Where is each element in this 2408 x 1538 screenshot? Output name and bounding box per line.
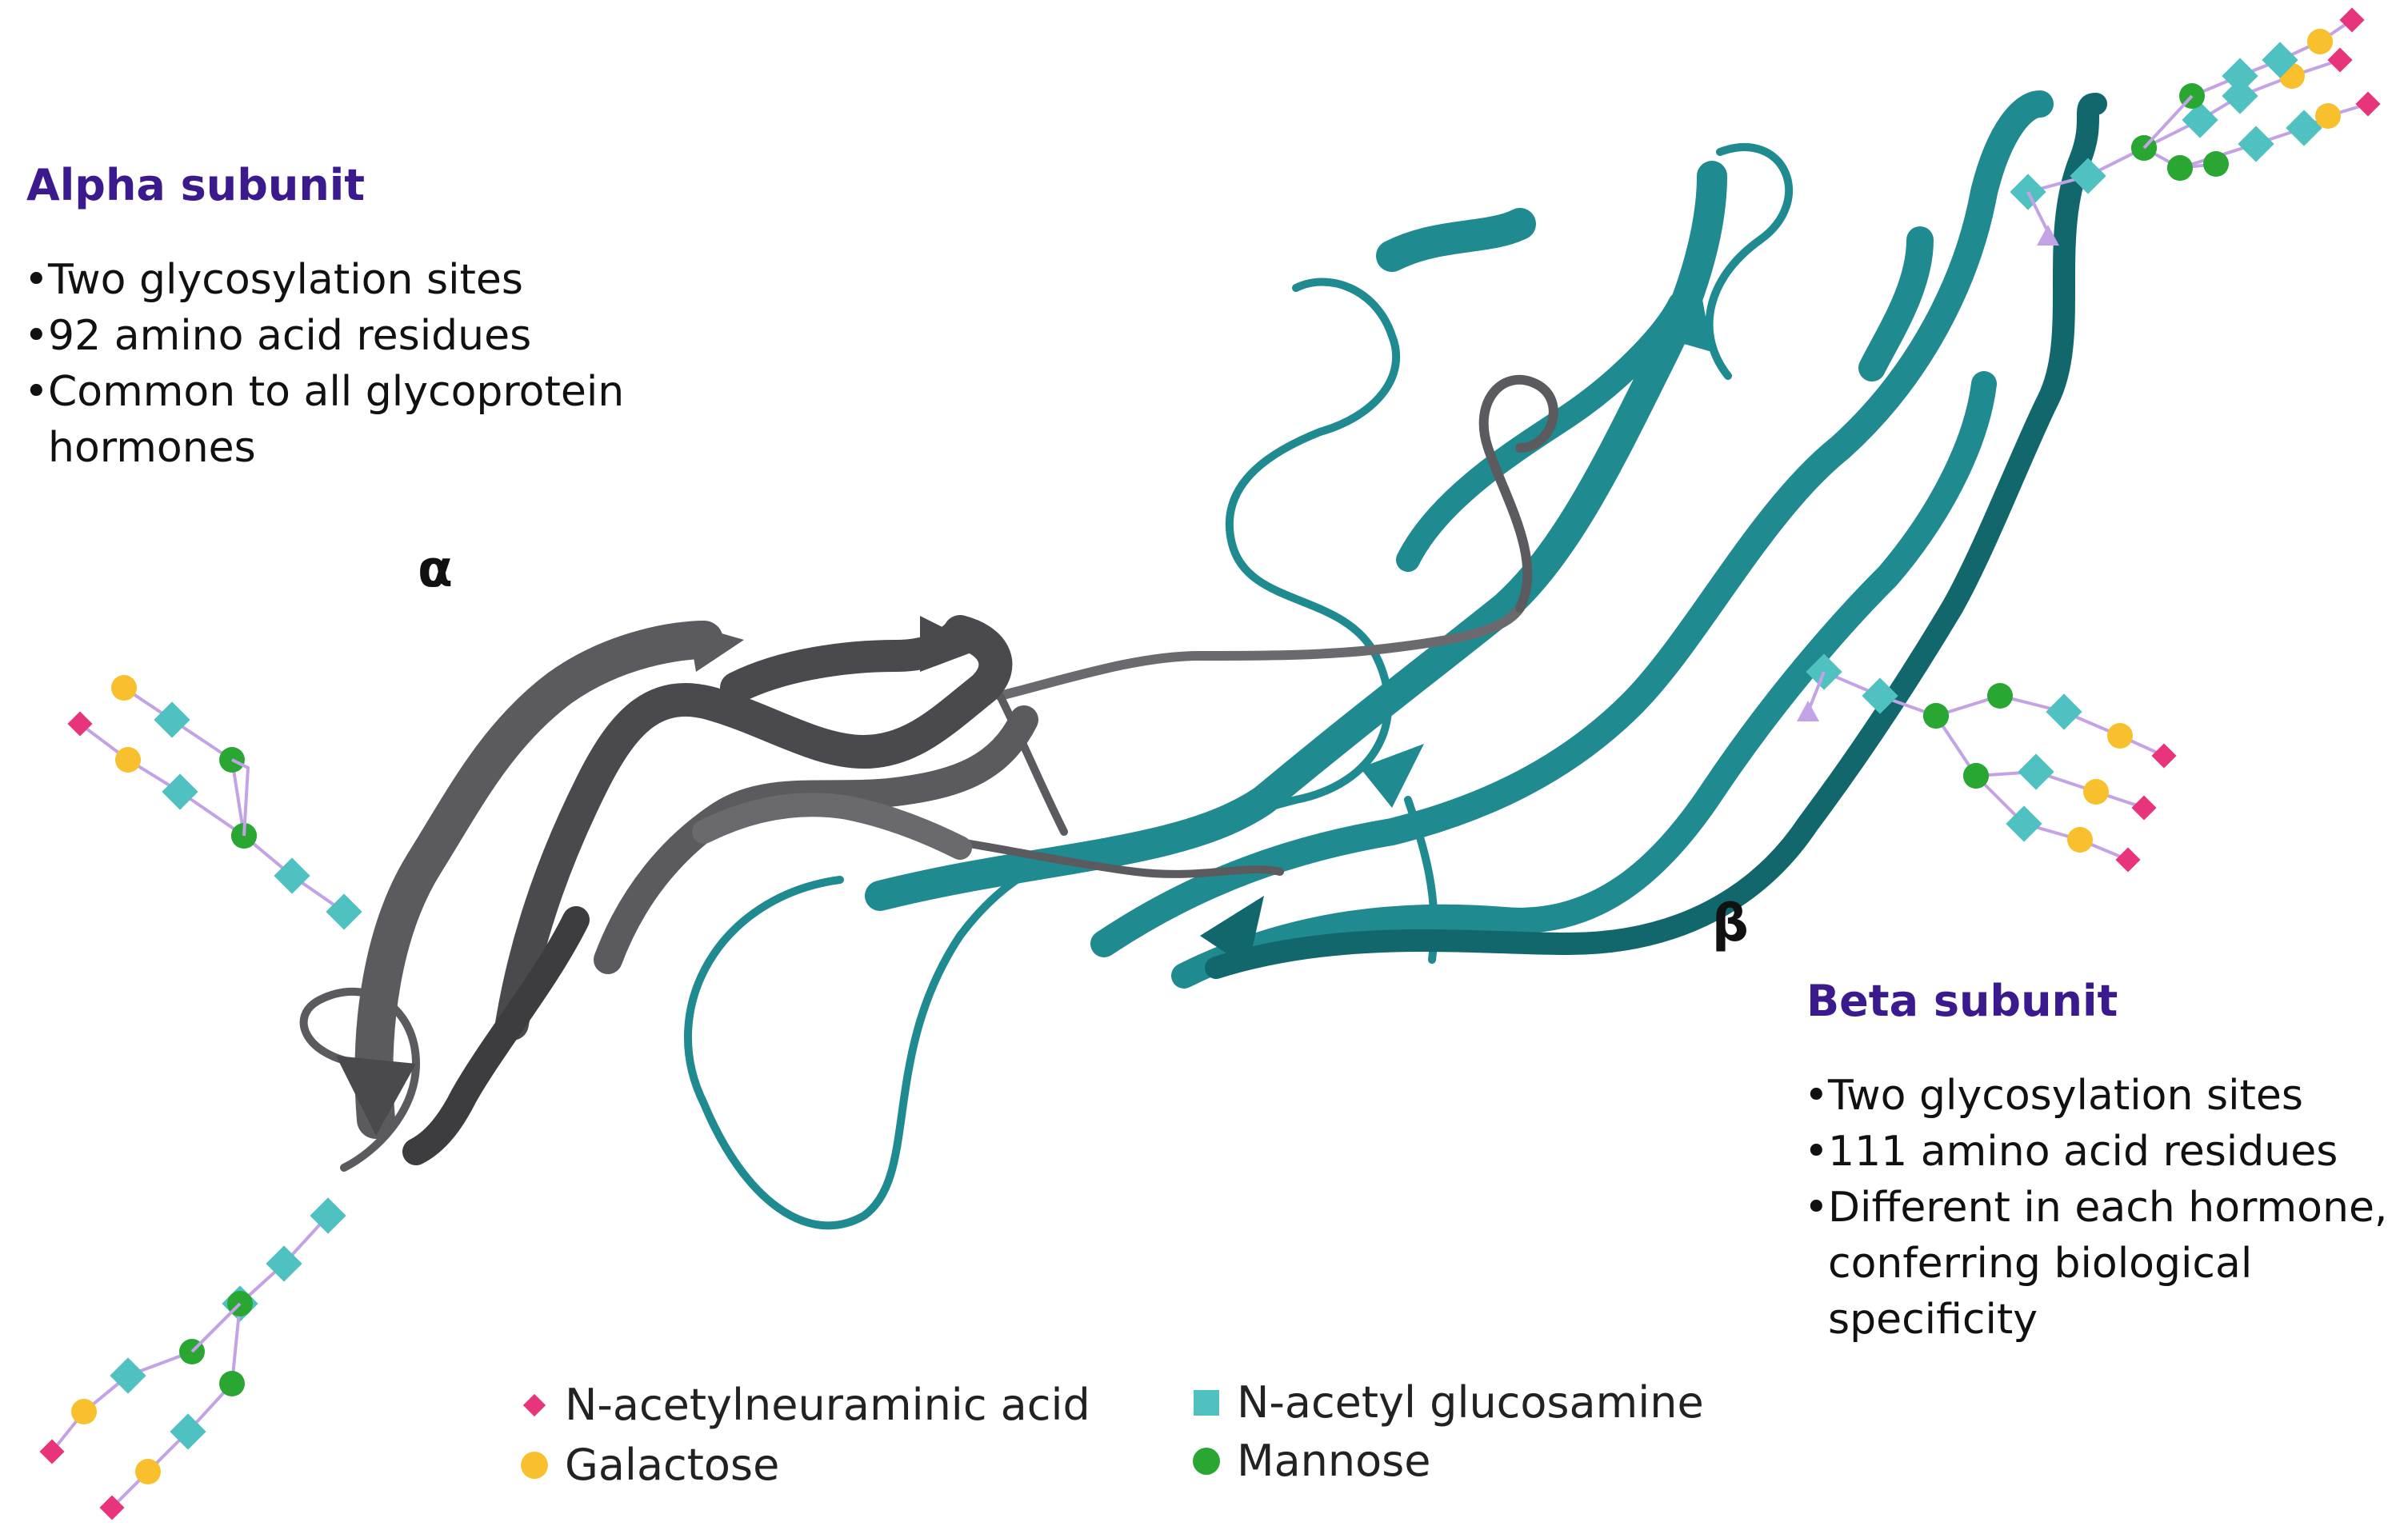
glcnac-square [110, 1357, 146, 1394]
glycan-linker [190, 1302, 242, 1353]
beta-strand-6 [1376, 208, 1536, 272]
sialic-acid-diamond [2151, 743, 2177, 769]
fucose-triangle [1797, 701, 1819, 721]
mannose-circle [2203, 151, 2229, 177]
sialic-acid-diamond [2355, 91, 2381, 117]
beta-arrowhead-1 [1360, 744, 1424, 808]
beta-bullet: 111 amino acid residues [1804, 1124, 2396, 1180]
alpha-bullet-list: Two glycosylation sites 92 amino acid re… [24, 252, 728, 476]
teal-square-icon [1194, 1389, 1219, 1416]
beta-coil-1 [683, 850, 1108, 1230]
legend-label: N-acetylneuraminic acid [565, 1380, 1090, 1430]
galactose-circle [71, 1399, 97, 1424]
alpha-subunit-ribbon [299, 374, 1558, 1172]
magenta-diamond-icon [522, 1393, 546, 1416]
mannose-circle [2167, 155, 2193, 181]
alpha-strand-1 [354, 621, 723, 1139]
glycan-linker [1808, 671, 1826, 709]
mannose-circle [219, 1371, 245, 1396]
alpha-strand-4 [692, 793, 972, 860]
glcnac-square [2006, 805, 2042, 842]
beta-bullet: Different in each hormone, conferring bi… [1804, 1180, 2396, 1348]
glycan-linker [122, 686, 246, 837]
beta-coil-3 [1292, 278, 1400, 436]
beta-heading: Beta subunit [1806, 976, 2118, 1026]
galactose-circle [2107, 723, 2133, 749]
glycan-linker [1974, 774, 2129, 861]
beta-strand-4 [1205, 93, 2107, 979]
green-circle-icon [1193, 1447, 1220, 1475]
beta-bullet-list: Two glycosylation sites 111 amino acid r… [1804, 1068, 2396, 1348]
beta-strand-3 [1171, 371, 1997, 989]
alpha-bullet: Two glycosylation sites [24, 252, 728, 308]
sialic-acid-diamond [2339, 7, 2365, 33]
alpha-strand-2 [495, 615, 1013, 1041]
legend-label: N-acetyl glucosamine [1237, 1377, 1704, 1428]
glcnac-square [2286, 110, 2322, 146]
legend-item: Galactose [512, 1440, 779, 1490]
glcnac-square [1862, 677, 1898, 714]
alpha-bullet: 92 amino acid residues [24, 308, 728, 364]
galactose-circle [2083, 779, 2109, 805]
mannose-circle [1987, 683, 2013, 709]
alpha-coil-5 [996, 692, 1068, 836]
glycan-linker [110, 1303, 242, 1509]
galactose-circle [2307, 29, 2333, 54]
glcnac-square [2070, 158, 2106, 194]
glcnac-square [2238, 126, 2274, 162]
alpha-strand-6 [402, 906, 590, 1165]
sialic-acid-diamond [2131, 795, 2157, 821]
glcnac-square [162, 773, 198, 810]
galactose-circle [2067, 827, 2093, 853]
beta-bullet: Two glycosylation sites [1804, 1068, 2396, 1124]
alpha-coil-4 [940, 836, 1284, 878]
beta-symbol: β [1712, 894, 1749, 953]
glycan-linker [2026, 191, 2050, 233]
glcnac-square [2046, 693, 2082, 730]
galactose-circle [2315, 103, 2341, 129]
beta-arrowhead-3 [1656, 264, 1712, 352]
legend-item: N-acetylneuraminic acid [512, 1380, 1090, 1430]
alpha-heading: Alpha subunit [26, 160, 366, 210]
yellow-circle-icon [521, 1451, 548, 1479]
alpha-symbol: α [418, 540, 453, 599]
glycan-linker [2142, 94, 2194, 150]
alpha-arrowhead-1 [336, 1056, 416, 1136]
galactose-circle [111, 675, 137, 701]
glcnac-square [170, 1413, 206, 1450]
glcnac-square [274, 857, 310, 894]
fucose-triangle [2037, 225, 2059, 246]
sialic-acid-diamond [2327, 47, 2353, 73]
alpha-coil-3 [1478, 374, 1558, 613]
alpha-arrowhead-2 [920, 616, 984, 672]
legend-item: N-acetyl glucosamine [1184, 1377, 1704, 1428]
galactose-circle [135, 1459, 161, 1484]
legend-item: Mannose [1184, 1436, 1431, 1486]
legend-label: Mannose [1237, 1436, 1431, 1486]
glcnac-square [2222, 58, 2258, 94]
beta-coil-2 [1100, 428, 1393, 860]
glcnac-square [154, 701, 190, 738]
glcnac-square [2182, 102, 2218, 138]
sialic-acid-diamond [2115, 847, 2141, 873]
glycan-linker [231, 758, 250, 837]
mannose-circle [1963, 763, 1989, 789]
galactose-circle [115, 747, 141, 773]
glcnac-square [326, 893, 362, 930]
beta-arrowhead-2 [1200, 896, 1264, 968]
beta-strand-5 [1396, 292, 1692, 572]
alpha-coil-2 [995, 603, 1525, 701]
beta-strand-2 [1090, 90, 2054, 957]
alpha-bullet: Common to all glycoprotein hormones [24, 364, 728, 476]
legend-label: Galactose [565, 1440, 780, 1490]
alpha-arrowhead-3 [688, 624, 744, 672]
glcnac-square [2018, 753, 2054, 790]
mannose-circle [1923, 703, 1949, 729]
beta-coil-4 [1705, 143, 1794, 380]
beta-strand-7 [1858, 226, 1934, 382]
sialic-acid-diamond [67, 711, 93, 737]
